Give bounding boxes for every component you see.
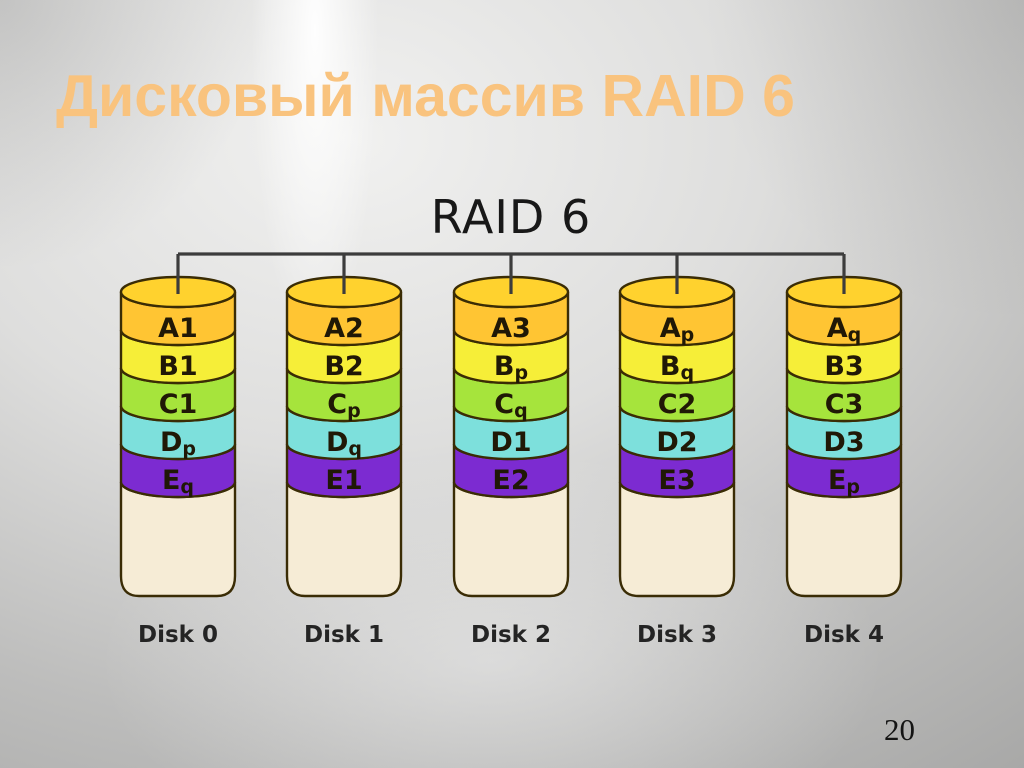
- block-label: Bp: [494, 351, 528, 384]
- block-label: E2: [492, 465, 529, 496]
- disk-label: Disk 3: [637, 622, 717, 648]
- disk-body: [285, 481, 403, 598]
- block-label: C2: [658, 389, 697, 420]
- disk-body: [785, 481, 903, 598]
- disk-body: [452, 481, 570, 598]
- block-label: Dq: [326, 427, 362, 460]
- disk-0: A1 B1 C1 Dp Eq Disk 0: [119, 254, 237, 648]
- block-label: Cq: [494, 389, 527, 422]
- disk-body: [618, 481, 736, 598]
- disk-3: Ap Bq C2 D2 E3 Disk 3: [618, 254, 736, 648]
- block-label: Dp: [160, 427, 196, 460]
- disk-2: A3 Bp Cq D1 E2 Disk 2: [452, 254, 570, 648]
- disk-label: Disk 1: [304, 622, 384, 648]
- page-number: 20: [884, 712, 915, 747]
- block-label: A2: [324, 313, 364, 344]
- block-label: Cp: [327, 389, 360, 422]
- disk-label: Disk 0: [138, 622, 218, 648]
- block-label: Ep: [828, 465, 860, 498]
- disk-label: Disk 2: [471, 622, 551, 648]
- block-label: C3: [825, 389, 864, 420]
- block-label: A3: [491, 313, 531, 344]
- block-label: A1: [158, 313, 198, 344]
- disk-4: Aq B3 C3 D3 Ep Disk 4: [785, 254, 903, 648]
- block-label: D1: [490, 427, 531, 458]
- block-label: C1: [159, 389, 198, 420]
- disk-1: A2 B2 Cp Dq E1 Disk 1: [285, 254, 403, 648]
- disk-body: [119, 481, 237, 598]
- block-label: B2: [324, 351, 363, 382]
- block-label: B1: [158, 351, 197, 382]
- block-label: B3: [824, 351, 863, 382]
- disk-label: Disk 4: [804, 622, 884, 648]
- block-label: Eq: [162, 465, 194, 498]
- block-label: E3: [658, 465, 695, 496]
- block-label: D2: [656, 427, 697, 458]
- slide-title: Дисковый массив RAID 6: [56, 63, 795, 129]
- block-label: Aq: [827, 313, 862, 346]
- diagram-heading: RAID 6: [431, 190, 591, 244]
- block-label: D3: [823, 427, 864, 458]
- block-label: Ap: [660, 313, 695, 346]
- block-label: E1: [325, 465, 362, 496]
- block-label: Bq: [660, 351, 694, 384]
